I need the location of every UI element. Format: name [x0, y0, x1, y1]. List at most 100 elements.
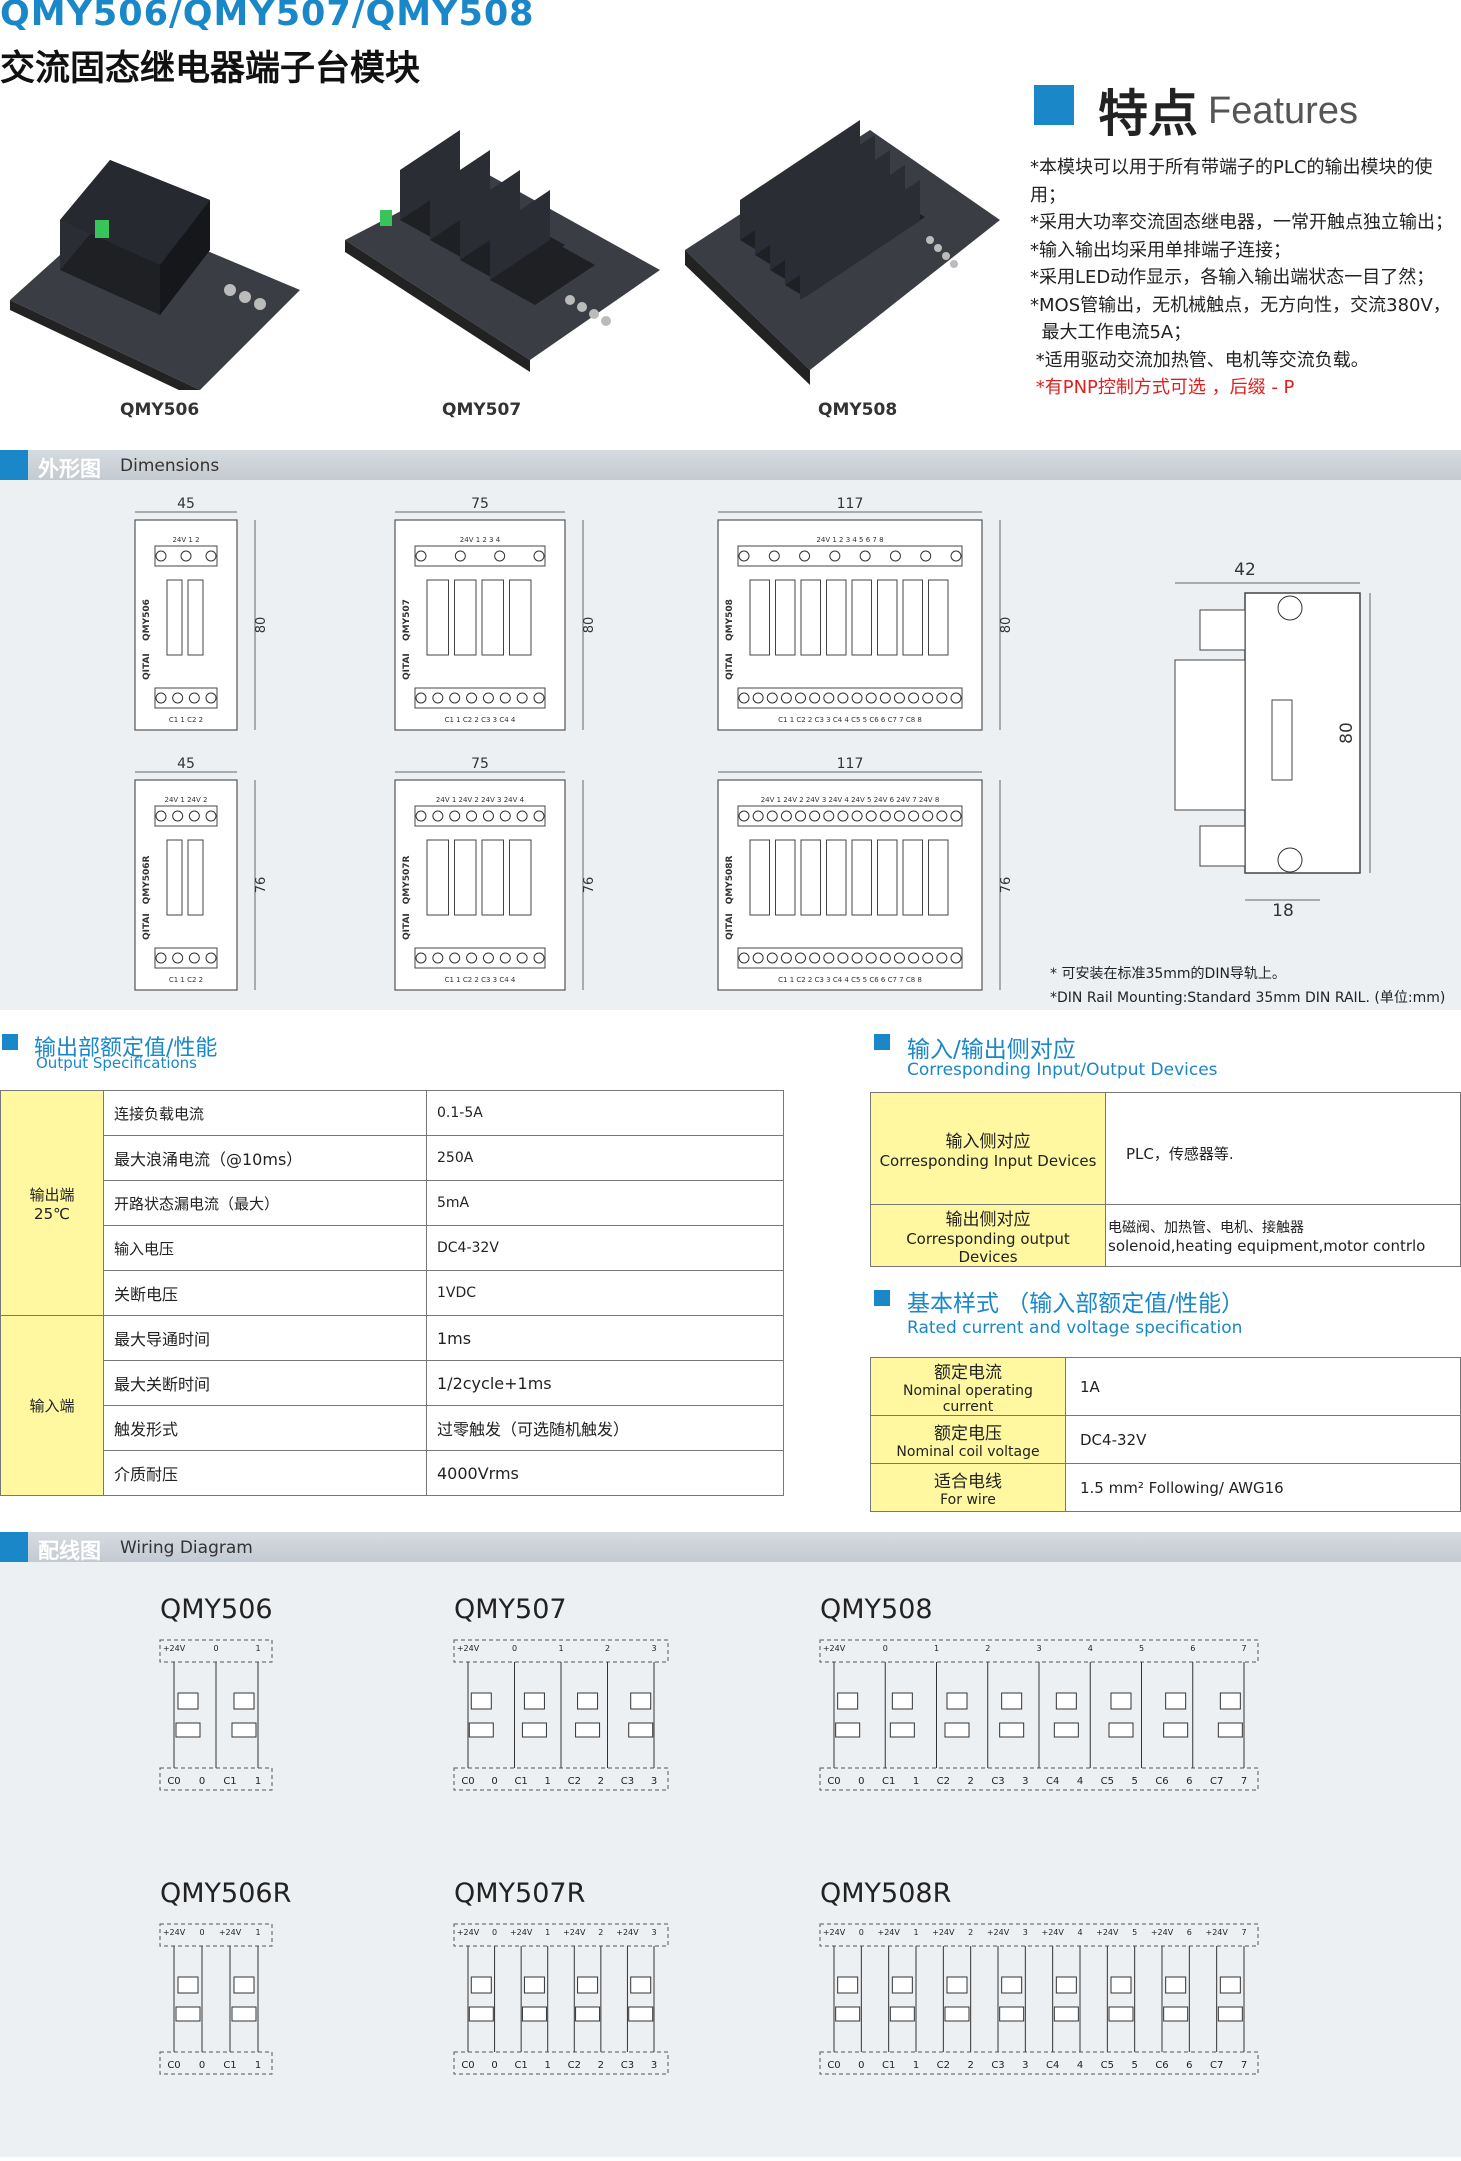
relay-contact-icon: [891, 1692, 913, 1710]
screw-icon: [1277, 595, 1303, 621]
top-terminal-label: 0: [883, 1644, 888, 1653]
top-terminal-label: +24V: [1205, 1928, 1228, 1937]
spec-key: 最大浪涌电流（@10ms）: [103, 1135, 427, 1181]
bottom-terminal-label: 0: [491, 2060, 497, 2071]
top-pin-labels: 24V 1 24V 2 24V 3 24V 4: [436, 796, 525, 804]
table-row: 输出侧对应 Corresponding output Devices 电磁阀、加…: [870, 1204, 1461, 1267]
bottom-terminal-label: C0: [827, 2060, 840, 2071]
width-dimension: 45: [177, 496, 195, 512]
relay-coil-icon: [1053, 1722, 1079, 1738]
feature-item: *输入输出均采用单排端子连接；: [1030, 239, 1291, 261]
spec-value: 250A: [426, 1135, 784, 1181]
section-marker-icon: [2, 1034, 18, 1050]
terminal-screw-icon: [449, 810, 461, 822]
screw-icon: [1277, 847, 1303, 873]
top-terminal-label: +24V: [1041, 1928, 1064, 1937]
top-terminal-label: 0: [199, 1928, 204, 1937]
relay-outline: [800, 839, 821, 916]
relay-outline: [187, 839, 204, 916]
top-terminal-label: +24V: [163, 1928, 186, 1937]
height-dimension: 76: [254, 877, 269, 894]
relay-module-image: [10, 160, 300, 400]
bottom-terminal-label: C3: [621, 2060, 634, 2071]
spec-value: 1/2cycle+1ms: [426, 1360, 784, 1406]
terminal-screw-icon: [823, 952, 835, 964]
din-note-en: *DIN Rail Mounting:Standard 35mm DIN RAI…: [1050, 990, 1446, 1006]
width-dimension: 45: [177, 756, 195, 772]
relay-contact-icon: [233, 1692, 255, 1710]
feature-item: *本模块可以用于所有带端子的PLC的输出模块的使用；: [1030, 157, 1433, 206]
top-terminal-label: 2: [598, 1928, 603, 1937]
bottom-terminal-label: 2: [598, 1776, 604, 1787]
relay-outline: [826, 839, 847, 916]
bottom-terminal-label: C0: [167, 2060, 180, 2071]
bottom-terminal-label: 2: [967, 1776, 973, 1787]
feature-item: *采用大功率交流固态继电器，一常开触点独立输出；: [1030, 212, 1453, 233]
top-terminal-label: 5: [1132, 1928, 1137, 1937]
relay-contact-icon: [1165, 1976, 1187, 1994]
top-terminal-label: +24V: [932, 1928, 955, 1937]
terminal-screw-icon: [432, 952, 444, 964]
bottom-terminal-label: 0: [491, 1776, 497, 1787]
relay-outline: [928, 839, 949, 916]
wiring-title: QMY508R: [820, 1878, 951, 1909]
band-marker-icon: [0, 450, 28, 480]
relay-contact-icon: [233, 1976, 255, 1994]
relay-coil-icon: [1053, 2006, 1079, 2022]
feature-item: *MOS管输出，无机械触点，无方向性，交流380V，: [1030, 294, 1451, 316]
terminal-screw-icon: [795, 692, 807, 704]
terminal-screw-icon: [738, 692, 750, 704]
top-terminal-label: 0: [213, 1644, 218, 1653]
relay-outline: [187, 579, 204, 656]
top-pin-labels: 24V 1 2: [172, 536, 199, 544]
terminal-screw-icon: [837, 810, 849, 822]
io-title: 输入/输出侧对应: [907, 1037, 1076, 1063]
bottom-terminal-label: C1: [514, 2060, 527, 2071]
terminal-screw-icon: [482, 952, 494, 964]
height-dimension: 76: [582, 877, 597, 894]
relay-contact-icon: [577, 1692, 599, 1710]
terminal-screw-icon: [766, 810, 778, 822]
relay-outline: [902, 579, 923, 656]
top-terminal-label: 3: [1036, 1644, 1041, 1653]
relay-contact-icon: [630, 1692, 652, 1710]
terminal-screw-icon: [155, 810, 167, 822]
io-table: 输入侧对应 Corresponding Input Devices PLC，传感…: [870, 1092, 1461, 1267]
terminal-screw-icon: [188, 810, 200, 822]
relay-outline: [166, 839, 183, 916]
relay-coil-icon: [468, 2006, 494, 2022]
bottom-terminal-label: 0: [199, 1776, 205, 1787]
bottom-terminal-label: C4: [1046, 2060, 1059, 2071]
terminal-screw-icon: [172, 952, 184, 964]
spec-key: 连接负载电流: [103, 1090, 427, 1136]
spec-key: 最大关断时间: [103, 1360, 427, 1406]
bottom-terminal-label: 2: [967, 2060, 973, 2071]
relay-outline: [509, 839, 532, 916]
relay-outline: [877, 579, 898, 656]
terminal-screw-icon: [936, 952, 948, 964]
band-marker-icon: [0, 1532, 28, 1562]
terminal-screw-icon: [893, 692, 905, 704]
relay-coil-icon: [231, 1722, 257, 1738]
top-terminal-label: +24V: [1151, 1928, 1174, 1937]
bottom-terminal-row: [819, 2051, 1259, 2075]
table-row: 最大浪涌电流（@10ms）250A: [1, 1135, 784, 1181]
terminal-screw-icon: [172, 810, 184, 822]
terminal-screw-icon: [738, 550, 750, 562]
product-title: 交流固态继电器端子台模块: [0, 49, 421, 89]
bottom-terminal-label: 0: [858, 2060, 864, 2071]
bottom-terminal-label: C0: [461, 2060, 474, 2071]
bottom-pin-labels: C1 1 C2 2 C3 3 C4 4 C5 5 C6 6 C7 7 C8 8: [778, 976, 922, 984]
terminal-block: [154, 947, 218, 969]
dimensions-band: 外形图 Dimensions: [0, 450, 1461, 481]
bottom-terminal-label: C2: [937, 1776, 950, 1787]
spec-value: 1ms: [426, 1315, 784, 1361]
wiring-title: QMY507: [454, 1594, 567, 1625]
terminal-screw-icon: [205, 952, 217, 964]
bottom-terminal-label: C1: [882, 2060, 895, 2071]
top-pin-labels: 24V 1 2 3 4: [460, 536, 501, 544]
